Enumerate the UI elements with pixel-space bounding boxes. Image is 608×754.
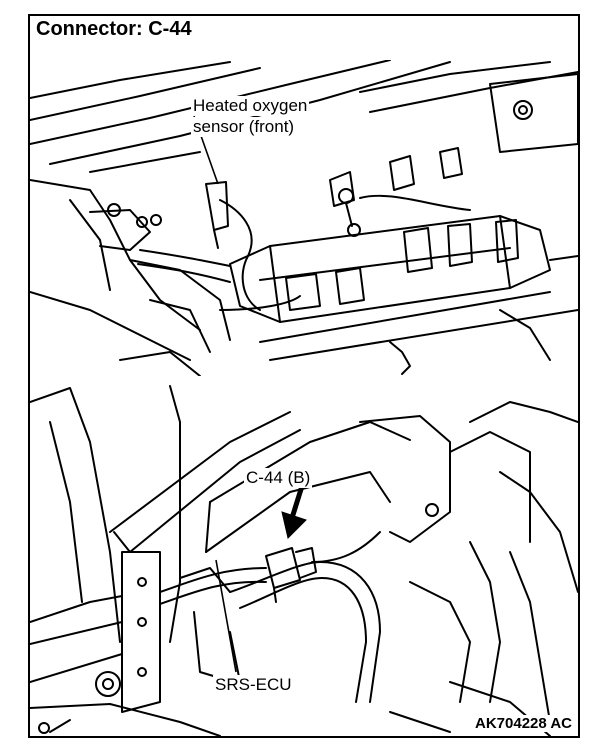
heated-oxygen-sensor-label-line2: sensor (front) xyxy=(191,117,297,137)
diagram-frame: Connector: C-44 Heated oxygen sensor (fr… xyxy=(28,14,580,738)
connector-location-illustration xyxy=(30,382,578,736)
figure-code: AK704228 AC xyxy=(471,715,572,732)
heated-oxygen-sensor-label-line1: Heated oxygen xyxy=(191,96,310,116)
page-title: Connector: C-44 xyxy=(36,18,196,41)
srs-ecu-label: SRS-ECU xyxy=(213,675,294,695)
connector-c44-label: C-44 (B) xyxy=(244,468,313,488)
